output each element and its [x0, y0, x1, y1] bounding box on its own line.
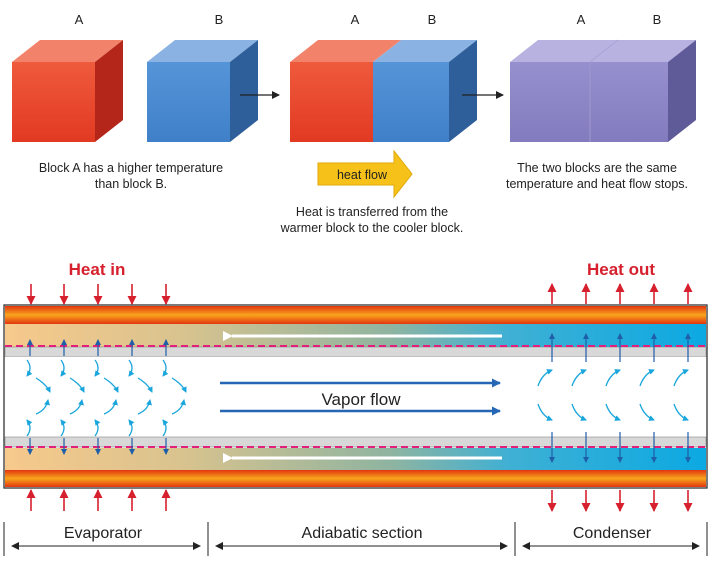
label-block-a-2: A: [351, 12, 360, 27]
heat-in-arrows-top: [26, 284, 171, 305]
evaporation-arrow: [69, 377, 85, 393]
block-b-cool: [147, 40, 258, 142]
condensation-arrow: [537, 369, 553, 387]
evaporation-arrow: [26, 419, 33, 437]
heat-out-label: Heat out: [587, 260, 655, 279]
pipe-wall-bottom: [5, 470, 706, 487]
caption-step2-line1: Heat is transferred from the: [296, 205, 448, 219]
evaporation-arrow: [94, 359, 101, 377]
captions: Block A has a higher temperature than bl…: [39, 161, 688, 235]
evaporation-arrow: [162, 419, 169, 437]
heat-flow-label: heat flow: [337, 168, 388, 182]
evaporation-arrow: [35, 377, 51, 393]
evaporation-arrow: [103, 399, 118, 415]
wick-separator-bottom: [4, 436, 707, 448]
wick-separator-top: [4, 346, 707, 358]
evaporation-arrow: [69, 399, 84, 415]
condensation-arrow: [673, 369, 689, 387]
condensation-arrow: [673, 403, 689, 421]
condensation-arrow: [571, 369, 587, 387]
blocks-in-contact: [290, 40, 477, 142]
block-labels: A B A B A B: [75, 12, 662, 27]
vapor-core: [5, 357, 706, 437]
condensation-arrow: [571, 403, 587, 421]
caption-step2-line2: warmer block to the cooler block.: [280, 221, 464, 235]
condensation-arrow: [605, 369, 621, 387]
evaporation-arrow: [128, 419, 135, 437]
condensation-arrows: [537, 333, 691, 463]
evaporation-arrow: [137, 399, 152, 415]
pipe-wall-top: [5, 306, 706, 324]
label-block-b-1: B: [215, 12, 224, 27]
evaporation-arrow: [171, 399, 186, 415]
heat-in-arrows-bottom: [26, 489, 171, 511]
section-label-adiabatic: Adiabatic section: [302, 525, 423, 542]
caption-step1-line2: than block B.: [95, 177, 167, 191]
caption-step1-line1: Block A has a higher temperature: [39, 161, 223, 175]
section-label-condenser: Condenser: [573, 525, 652, 542]
vapor-flow-label: Vapor flow: [321, 390, 401, 409]
label-block-a-1: A: [75, 12, 84, 27]
condensation-arrow: [639, 369, 655, 387]
condensation-arrow: [537, 403, 553, 421]
section-dimensions: [3, 522, 708, 556]
block-a-hot: [12, 40, 123, 142]
caption-step3-line2: temperature and heat flow stops.: [506, 177, 688, 191]
evaporation-arrow: [137, 377, 153, 393]
evaporation-arrow: [60, 359, 67, 377]
section-label-evaporator: Evaporator: [64, 525, 143, 542]
condensation-arrow: [605, 403, 621, 421]
evaporation-arrow: [128, 359, 135, 377]
evaporation-arrow: [94, 419, 101, 437]
blocks-equal-temperature: [510, 39, 696, 142]
heat-out-arrows-top: [547, 283, 693, 304]
caption-step3-line1: The two blocks are the same: [517, 161, 677, 175]
evaporation-arrows: [26, 339, 187, 455]
heat-flow-arrow: heat flow: [317, 149, 413, 199]
condensation-arrow: [639, 403, 655, 421]
evaporation-arrow: [35, 399, 50, 415]
evaporation-arrow: [103, 377, 119, 393]
label-block-a-3: A: [577, 12, 586, 27]
label-block-b-3: B: [653, 12, 662, 27]
evaporation-arrow: [60, 419, 67, 437]
label-block-b-2: B: [428, 12, 437, 27]
evaporation-arrow: [162, 359, 169, 377]
heat-out-arrows-bottom: [547, 490, 693, 512]
evaporation-arrow: [171, 377, 187, 393]
heat-in-label: Heat in: [69, 260, 126, 279]
evaporation-arrow: [26, 359, 33, 377]
